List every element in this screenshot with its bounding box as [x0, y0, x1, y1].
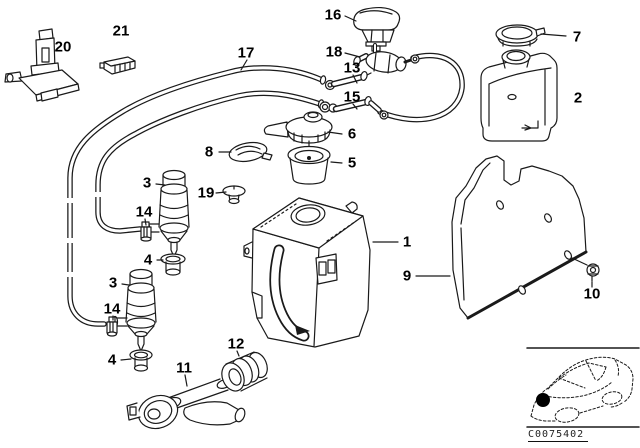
part-callout-5: 5 [347, 154, 357, 172]
part-callout-20: 20 [54, 38, 72, 56]
hose-connector-15 [319, 95, 389, 120]
part-callout-1: 1 [402, 233, 412, 251]
car-locator-inset [526, 347, 640, 428]
reservoir-cap-7 [495, 24, 546, 47]
part-callout-14: 14 [135, 203, 153, 221]
washer-pump-3-lower [111, 268, 157, 352]
part-callout-8: 8 [204, 143, 214, 161]
part-callout-3: 3 [108, 274, 118, 292]
grommet-4-upper [160, 253, 186, 276]
grommet-19 [222, 185, 246, 205]
part-callout-10: 10 [583, 285, 601, 303]
part-callout-14: 14 [103, 300, 121, 318]
part-callout-12: 12 [227, 335, 245, 353]
buffer-pad-21 [99, 56, 136, 75]
hose-loop [377, 52, 465, 123]
washer-hose-pair-17 [63, 65, 327, 327]
hose-connector-13 [324, 70, 372, 91]
reservoir-tank-2 [480, 49, 558, 142]
filler-cap-6 [263, 111, 333, 162]
diagram-code: C0075402 [528, 429, 589, 442]
part-callout-19: 19 [197, 184, 215, 202]
part-callout-21: 21 [112, 22, 130, 40]
part-callout-7: 7 [572, 28, 582, 46]
part-callout-18: 18 [325, 43, 343, 61]
bracket-20 [4, 28, 80, 102]
part-callout-11: 11 [176, 359, 192, 377]
part-callout-2: 2 [573, 89, 583, 107]
cover-lid-8 [228, 141, 273, 163]
part-callout-4: 4 [107, 351, 117, 369]
nut-10 [586, 263, 600, 282]
part-callout-4: 4 [143, 251, 153, 269]
strainer-5 [287, 145, 331, 185]
part-callout-3: 3 [142, 174, 152, 192]
part-callout-17: 17 [237, 44, 255, 62]
cover-panel-9 [451, 155, 588, 320]
sensor-grommet-12 [221, 351, 268, 392]
main-reservoir-1 [243, 197, 371, 348]
leader-lines [112, 15, 593, 387]
part-callout-6: 6 [347, 125, 357, 143]
part-callout-9: 9 [402, 267, 412, 285]
grommet-4-lower [129, 349, 153, 372]
part-callout-16: 16 [324, 6, 342, 24]
part-callout-13: 13 [343, 59, 361, 77]
part-callout-15: 15 [343, 88, 361, 106]
hose-clamp-14-lower [106, 316, 118, 337]
check-valve-18 [353, 43, 420, 74]
